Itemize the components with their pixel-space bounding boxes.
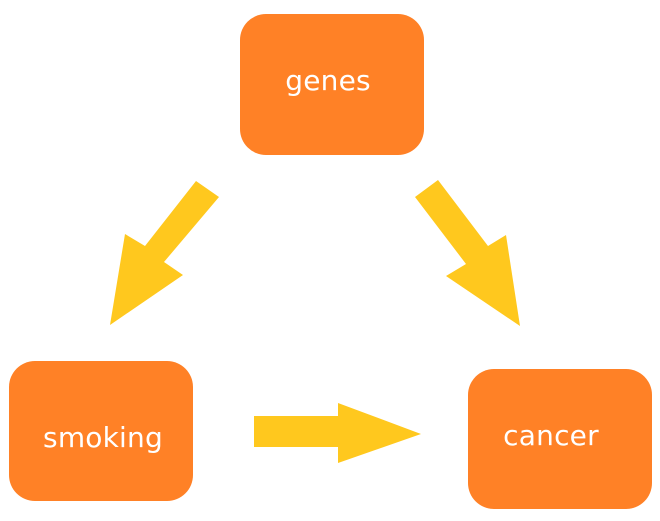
arrow-genes-to-cancer bbox=[415, 180, 520, 326]
arrow-smoking-to-cancer bbox=[254, 403, 421, 463]
node-smoking: smoking bbox=[9, 361, 193, 501]
node-genes: genes bbox=[240, 14, 424, 155]
node-cancer-label: cancer bbox=[503, 418, 599, 452]
arrow-genes-to-smoking bbox=[110, 181, 219, 325]
node-cancer: cancer bbox=[468, 369, 652, 509]
node-smoking-label: smoking bbox=[43, 420, 163, 454]
node-genes-label: genes bbox=[285, 64, 371, 97]
